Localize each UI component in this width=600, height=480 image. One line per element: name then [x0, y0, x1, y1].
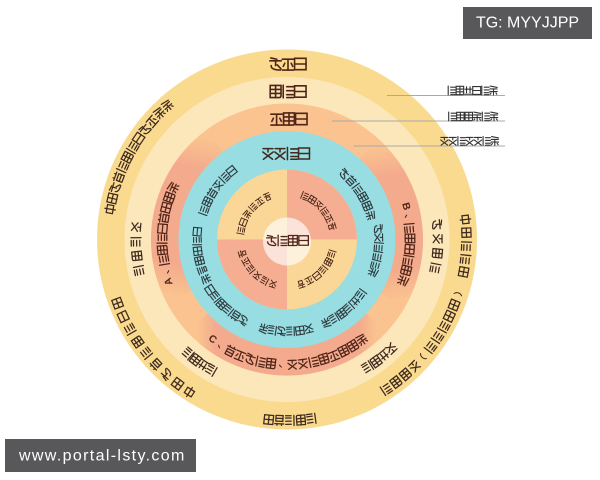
svg-text:TG: MYYJJPP: TG: MYYJJPP	[476, 15, 579, 32]
svg-text:B: B	[399, 202, 412, 212]
svg-text:A: A	[163, 275, 176, 286]
svg-text:www.portal-lsty.com: www.portal-lsty.com	[18, 448, 186, 465]
